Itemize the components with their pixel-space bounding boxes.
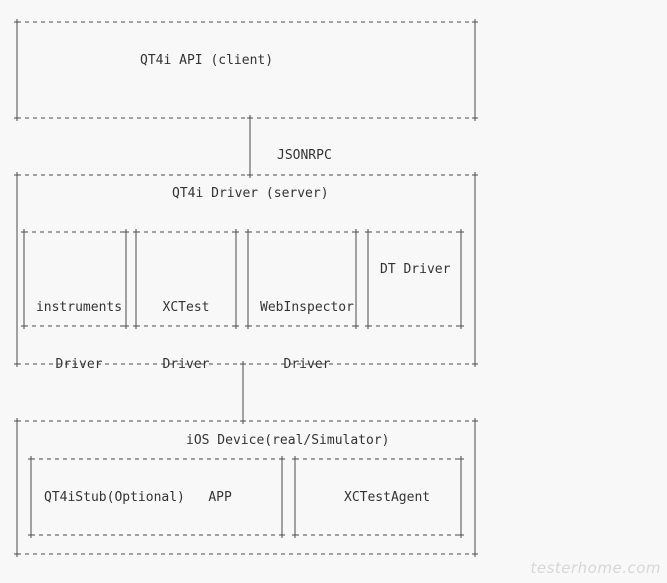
instruments-driver-label: instruments Driver	[33, 260, 125, 412]
driver-box-title: QT4i Driver (server)	[172, 186, 329, 201]
watermark-logo: testerhome.com	[530, 559, 661, 577]
dt-driver-label: DT Driver	[380, 262, 451, 277]
webinspector-driver-line1: WebInspector	[260, 300, 354, 315]
device-box-title: iOS Device(real/Simulator)	[186, 433, 390, 448]
connector-label: JSONRPC	[277, 148, 332, 163]
xctestagent-label: XCTestAgent	[344, 490, 431, 505]
instruments-driver-line1: instruments	[35, 300, 123, 315]
webinspector-driver-label: WebInspector Driver	[256, 260, 358, 412]
webinspector-driver-line2: Driver	[283, 357, 331, 372]
xctest-driver-line2: Driver	[162, 357, 210, 372]
instruments-driver-line2: Driver	[55, 357, 103, 372]
api-box-title: QT4i API (client)	[140, 53, 274, 68]
xctest-driver-label: XCTest Driver	[140, 260, 232, 412]
app-label: QT4iStub(Optional) APP	[44, 490, 232, 505]
xctest-driver-line1: XCTest	[162, 300, 210, 315]
